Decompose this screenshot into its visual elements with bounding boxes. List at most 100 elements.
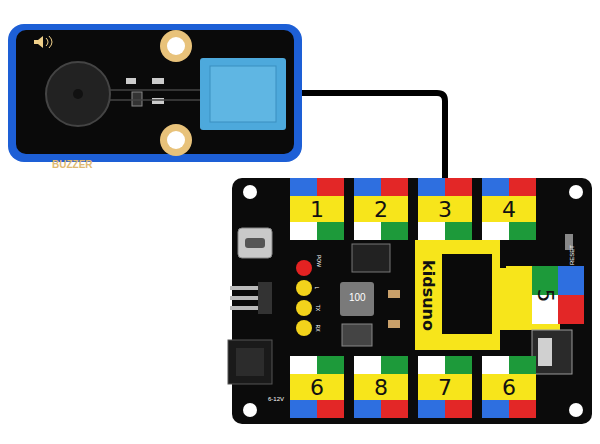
oled-screen bbox=[442, 254, 492, 334]
capacitor bbox=[388, 290, 400, 298]
pin-header bbox=[230, 306, 260, 310]
port-patch bbox=[418, 356, 445, 374]
port-patch bbox=[509, 356, 536, 374]
port-patch bbox=[317, 356, 344, 374]
status-led bbox=[296, 320, 312, 336]
module-connector bbox=[210, 66, 276, 122]
port-block: 2 bbox=[354, 178, 408, 240]
pin-header bbox=[230, 296, 260, 300]
port-patch bbox=[482, 400, 509, 418]
port-patch bbox=[445, 222, 472, 240]
dc-jack bbox=[228, 340, 272, 384]
power-led bbox=[296, 260, 312, 276]
dc-jack bbox=[236, 348, 264, 376]
mount-hole bbox=[160, 30, 192, 62]
port-block: 8 bbox=[354, 356, 408, 418]
usb-port bbox=[238, 228, 272, 258]
port-block: 6 bbox=[290, 356, 344, 418]
port-patch bbox=[482, 196, 536, 222]
port-patch bbox=[445, 178, 472, 196]
pin-header bbox=[230, 286, 260, 290]
port-patch bbox=[509, 178, 536, 196]
port-block: 6 bbox=[482, 356, 536, 418]
port-patch bbox=[482, 222, 509, 240]
port-patch bbox=[445, 400, 472, 418]
port-patch bbox=[418, 374, 472, 400]
port-patch bbox=[558, 266, 584, 295]
port-number: 7 bbox=[438, 375, 452, 400]
speaker-icon bbox=[34, 36, 43, 48]
port-patch bbox=[482, 178, 509, 196]
port-patch bbox=[354, 222, 381, 240]
status-led bbox=[296, 280, 312, 296]
port-patch bbox=[354, 374, 408, 400]
port-patch bbox=[317, 178, 344, 196]
port-patch bbox=[381, 178, 408, 196]
mount-hole bbox=[569, 185, 583, 199]
buzzer-hole bbox=[73, 89, 83, 99]
mount-hole bbox=[160, 124, 192, 156]
port-patch bbox=[506, 266, 532, 324]
power-switch bbox=[532, 330, 572, 374]
status-led bbox=[296, 300, 312, 316]
port-block: 1 bbox=[290, 178, 344, 240]
port-number: 1 bbox=[310, 197, 324, 222]
port-patch bbox=[418, 400, 445, 418]
port-block: 3 bbox=[418, 178, 472, 240]
port-patch bbox=[445, 356, 472, 374]
capacitor bbox=[388, 320, 400, 328]
led-label: POW bbox=[316, 255, 322, 267]
voltage-label: 6-12V bbox=[268, 396, 284, 402]
led-label: RX bbox=[315, 325, 321, 332]
port-patch bbox=[381, 222, 408, 240]
power-switch bbox=[538, 338, 552, 366]
port-patch bbox=[290, 196, 344, 222]
port-patch bbox=[354, 196, 408, 222]
mount-hole bbox=[167, 37, 185, 55]
reset-label: RESET bbox=[569, 245, 575, 265]
port-patch bbox=[354, 178, 381, 196]
mount-hole bbox=[243, 403, 257, 417]
port-number: 6 bbox=[502, 375, 516, 400]
module-housing bbox=[8, 24, 302, 162]
mount-hole bbox=[243, 185, 257, 199]
port-patch bbox=[558, 295, 584, 324]
port-patch bbox=[354, 400, 381, 418]
port-number: 3 bbox=[438, 197, 452, 222]
port-number: 6 bbox=[310, 375, 324, 400]
port-patch bbox=[290, 178, 317, 196]
buzzer-module: BUZZER bbox=[8, 24, 302, 162]
resistor-symbol bbox=[152, 98, 164, 104]
port-patch bbox=[290, 222, 317, 240]
port-patch bbox=[482, 374, 536, 400]
module-name: BUZZER bbox=[52, 159, 93, 170]
port-patch bbox=[509, 222, 536, 240]
port-patch bbox=[317, 222, 344, 240]
mount-hole bbox=[569, 403, 583, 417]
pin-header bbox=[258, 282, 272, 314]
led-label: TX bbox=[315, 305, 321, 311]
inductor-value: 100 bbox=[349, 292, 366, 303]
port-number: 5 bbox=[533, 288, 558, 302]
resistor-symbol bbox=[152, 78, 164, 84]
port-patch bbox=[354, 356, 381, 374]
port-patch bbox=[418, 178, 445, 196]
port-block: 5 bbox=[506, 266, 584, 324]
port-patch bbox=[317, 400, 344, 418]
led-label: L bbox=[314, 287, 320, 290]
chip bbox=[352, 244, 390, 272]
port-number: 8 bbox=[374, 375, 388, 400]
port-patches bbox=[290, 178, 584, 418]
port-number: 4 bbox=[502, 197, 516, 222]
port-patch bbox=[381, 356, 408, 374]
port-patch bbox=[418, 196, 472, 222]
trace bbox=[110, 90, 200, 100]
speaker-icon bbox=[46, 36, 52, 48]
port-patch bbox=[290, 356, 317, 374]
module-connector bbox=[200, 58, 286, 130]
port-patch bbox=[482, 356, 509, 374]
port-number: 2 bbox=[374, 197, 388, 222]
module-board bbox=[16, 30, 294, 154]
mount-hole bbox=[167, 131, 185, 149]
